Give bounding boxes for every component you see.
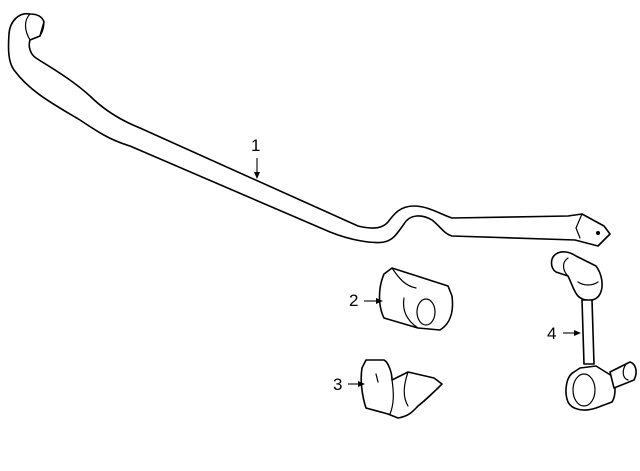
- leader-3-arrow-icon: [358, 381, 365, 387]
- leader-4-arrow-icon: [574, 330, 581, 336]
- callout-4: 4: [547, 324, 557, 343]
- bushing: [378, 267, 454, 331]
- bracket: [360, 359, 443, 419]
- leader-2-arrow-icon: [376, 298, 383, 304]
- callout-3: 3: [333, 375, 343, 394]
- stabilizer-bar: [7, 12, 611, 247]
- leader-1-arrow-icon: [254, 172, 260, 179]
- stabilizer-link: [550, 251, 637, 411]
- callout-2: 2: [349, 291, 359, 310]
- callout-leaders: [254, 158, 581, 387]
- callout-1: 1: [251, 136, 261, 155]
- bar-eye-hole-icon: [596, 231, 600, 235]
